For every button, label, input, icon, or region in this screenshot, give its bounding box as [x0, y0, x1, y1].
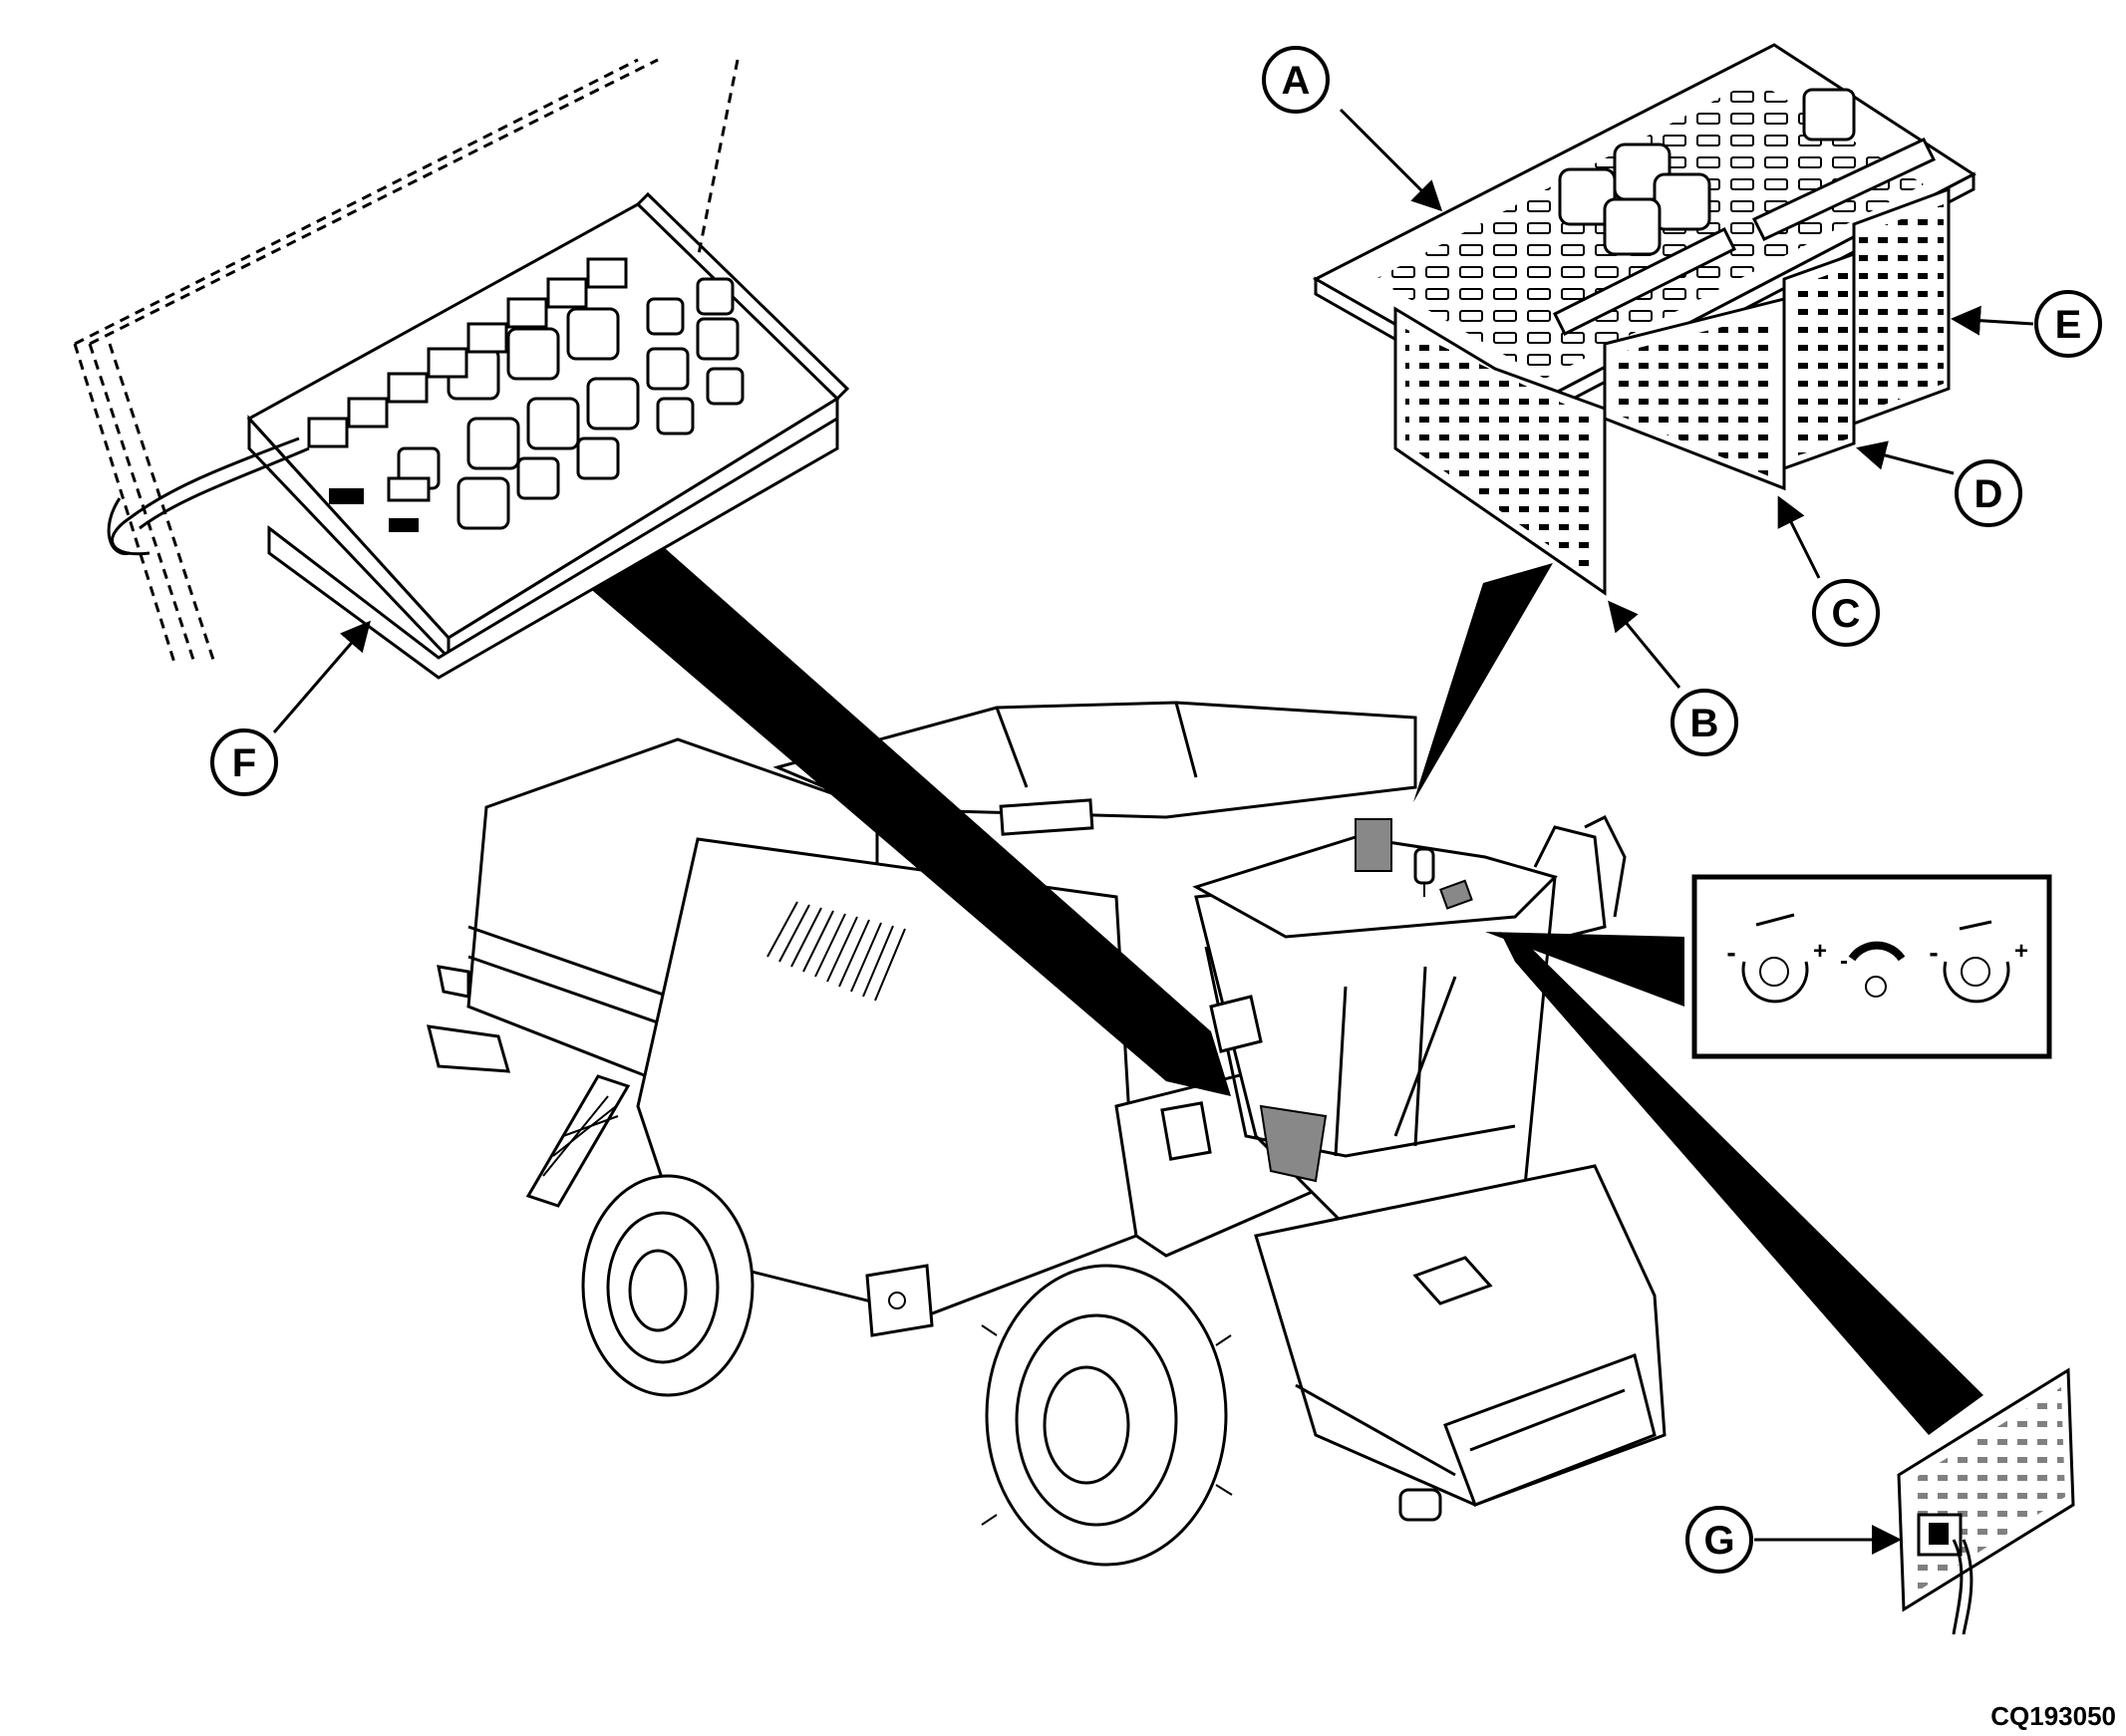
leader-d — [1856, 440, 1955, 475]
svg-text:-: - — [1726, 937, 1735, 968]
callout-g-label: G — [1703, 1519, 1734, 1563]
callout-e: E — [2034, 290, 2102, 358]
svg-text:-: - — [1929, 937, 1938, 968]
pointer-to-roof-panel — [1413, 563, 1553, 802]
leader-b — [1608, 600, 1681, 689]
combine-harvester — [427, 701, 1667, 1567]
leader-lines — [272, 108, 2034, 1555]
harvester-ladder — [525, 1074, 631, 1208]
control-knob-panel: - + - - + — [1691, 874, 2052, 1059]
roof-decal — [1355, 818, 1392, 872]
relay-panel-f — [73, 58, 850, 680]
callout-c-label: C — [1832, 592, 1861, 636]
circuit-card-d — [1782, 251, 1856, 471]
leader-a — [1339, 108, 1443, 212]
callout-d-label: D — [1974, 472, 2003, 516]
pointer-arrows — [566, 533, 1983, 1435]
callout-a: A — [1262, 46, 1330, 114]
leader-f — [272, 620, 371, 733]
front-wheel — [981, 1264, 1233, 1567]
callout-c: C — [1812, 579, 1880, 647]
panel-f-relays — [329, 277, 745, 532]
cab-door-decal — [1259, 1104, 1328, 1183]
knob-minus-plus-icon: - + — [1929, 920, 2028, 1004]
callout-f-label: F — [232, 741, 256, 785]
knob-arc-icon: - — [1840, 941, 1906, 998]
svg-text:+: + — [1813, 938, 1827, 965]
leader-c — [1777, 495, 1821, 579]
connector-g — [1897, 1367, 2075, 1635]
callout-a-label: A — [1282, 59, 1311, 103]
panel-f-connectors — [307, 257, 628, 448]
svg-text:+: + — [2014, 938, 2028, 965]
pointer-to-roof-console — [1485, 932, 1684, 1007]
figure-id: CQ193050 — [1990, 1701, 2116, 1731]
circuit-card-b — [1393, 306, 1607, 596]
pointer-to-g-location — [1500, 932, 1983, 1435]
circuit-card-c — [1603, 297, 1786, 491]
callout-b: B — [1670, 689, 1738, 756]
knob-minus-plus-icon: - + — [1726, 913, 1827, 1004]
callout-b-label: B — [1690, 702, 1719, 745]
pointer-to-f-location — [566, 533, 1231, 1096]
callout-d: D — [1955, 459, 2022, 527]
circuit-card-e — [1852, 186, 1951, 427]
svg-text:-: - — [1840, 948, 1848, 975]
callout-g: G — [1685, 1506, 1753, 1574]
leader-e — [1951, 305, 2034, 336]
engine-louvres — [766, 901, 906, 1002]
callout-e-label: E — [2055, 303, 2082, 347]
callout-f: F — [210, 728, 278, 796]
rear-wheel — [581, 1174, 755, 1397]
